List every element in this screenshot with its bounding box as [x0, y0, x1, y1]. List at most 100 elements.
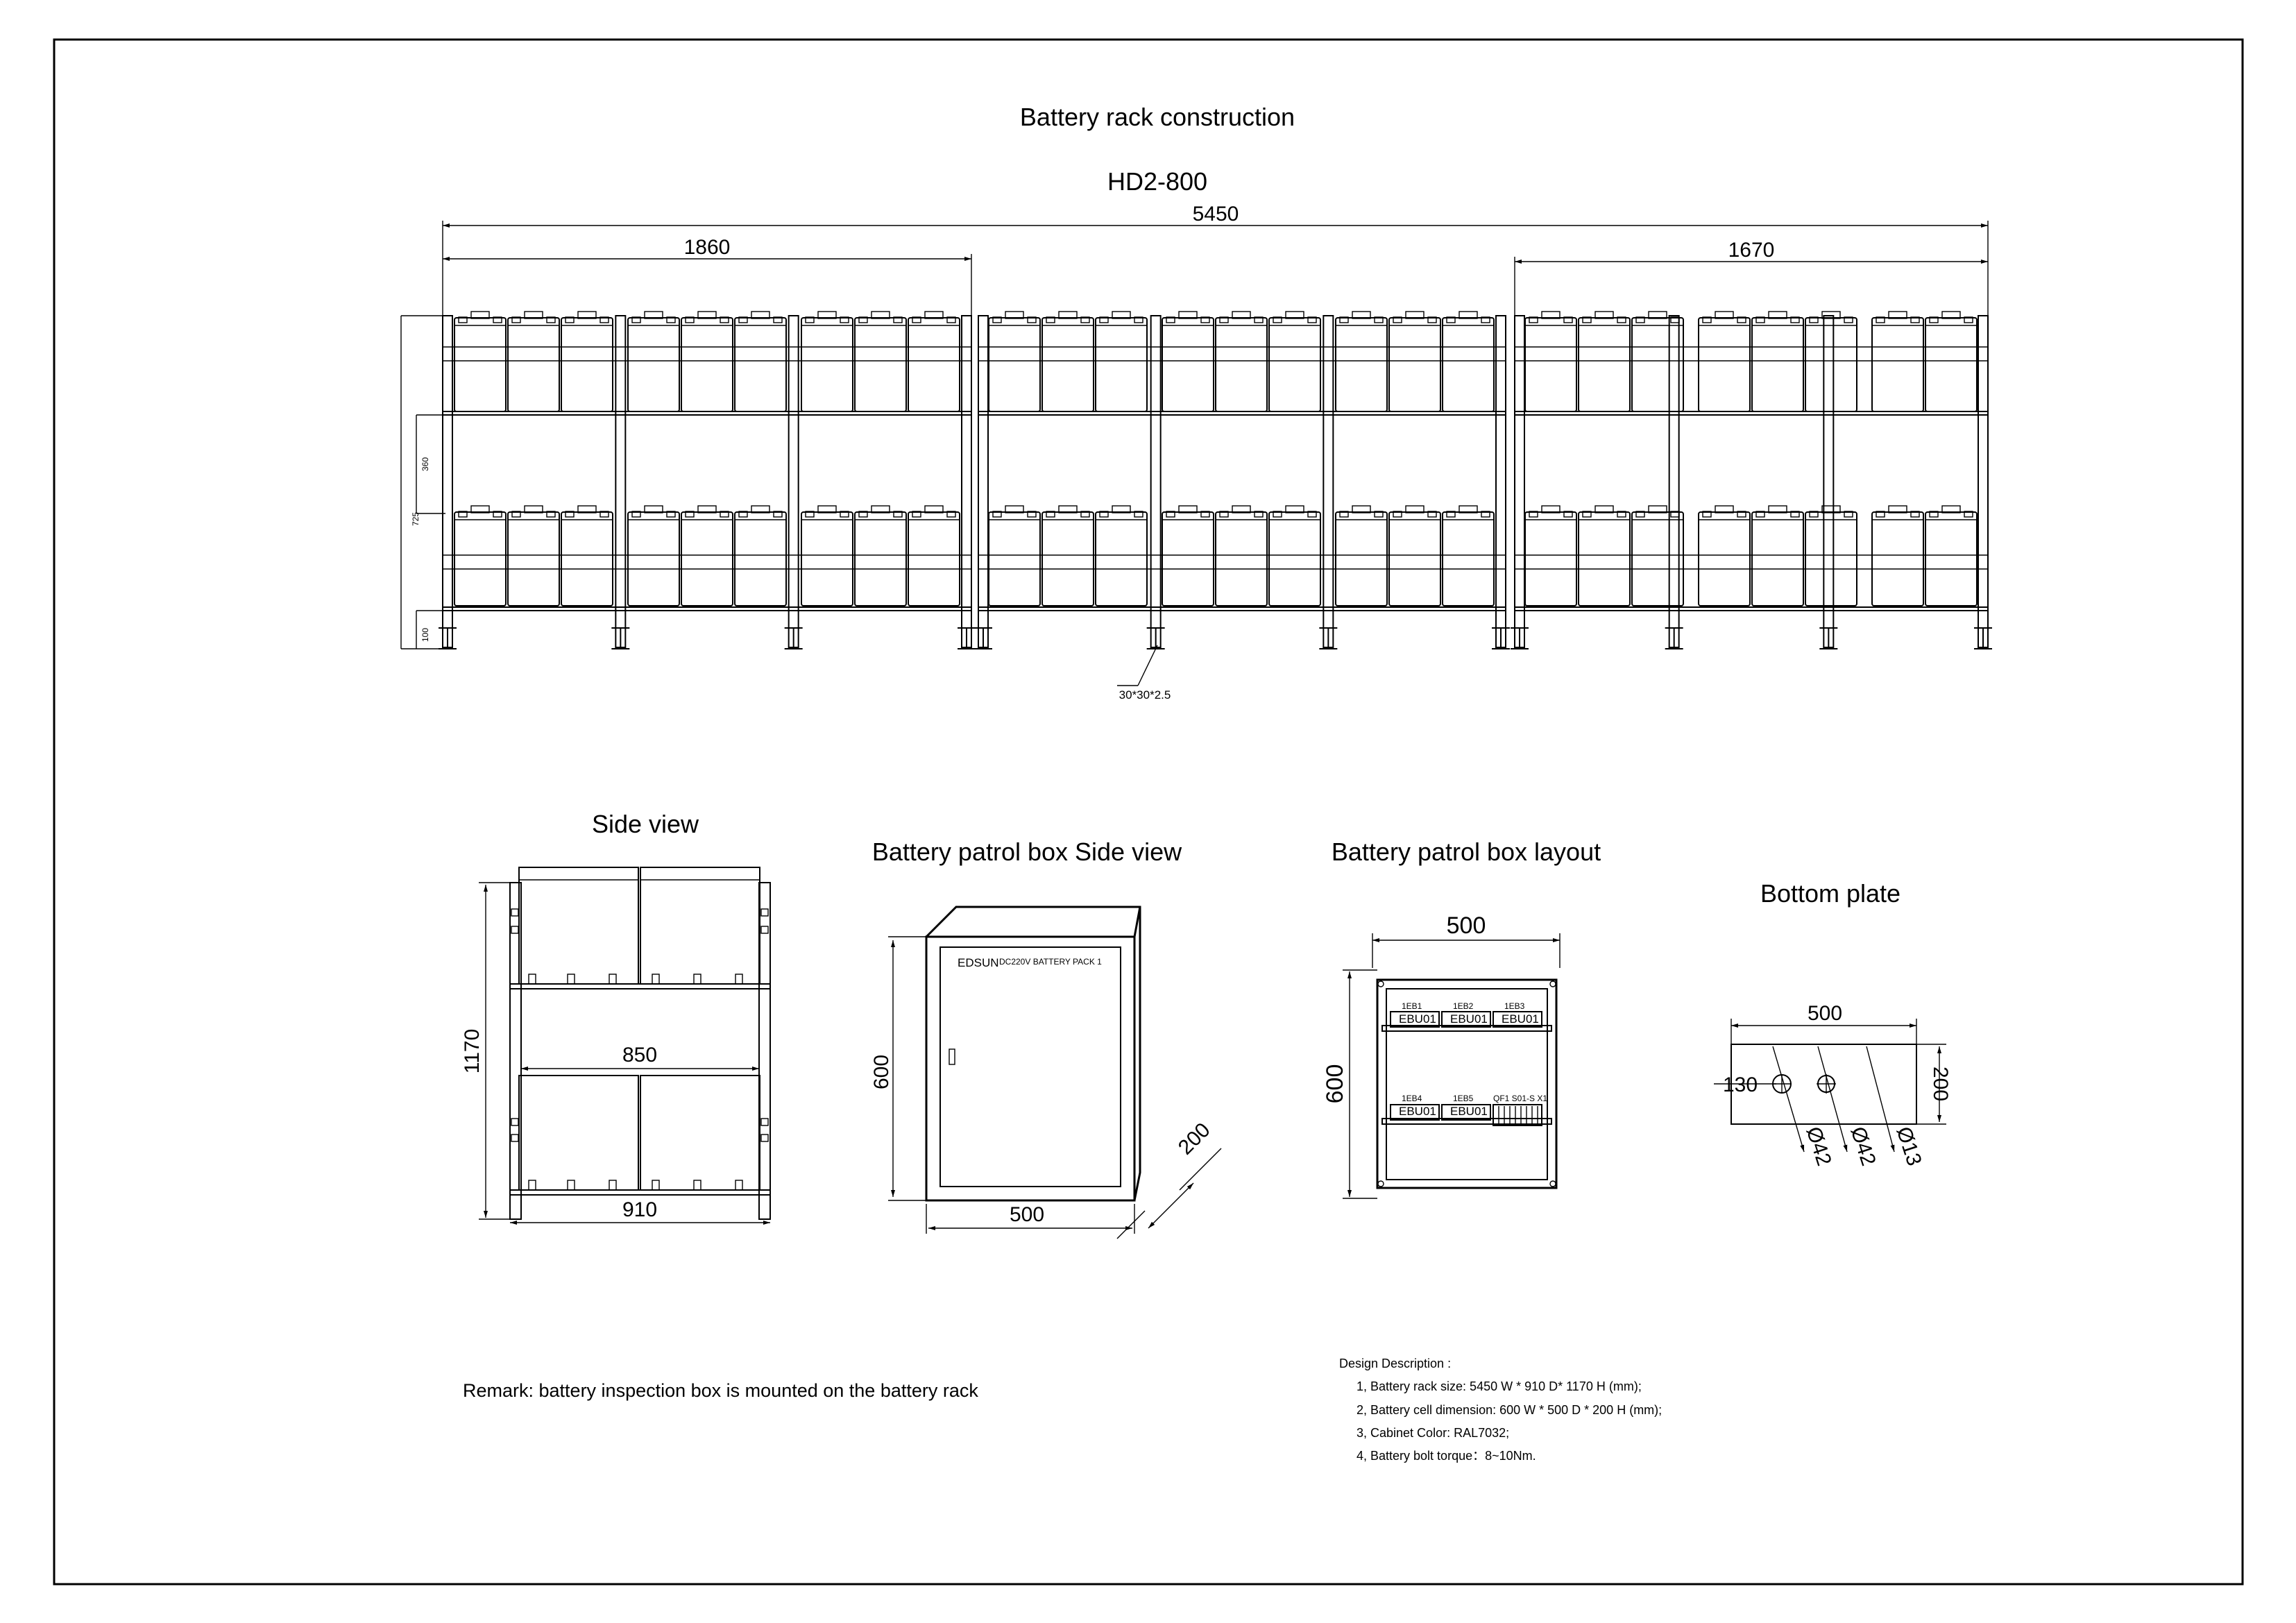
- battery-post: [805, 316, 815, 323]
- battery-cell: [801, 317, 853, 412]
- battery-post: [458, 316, 468, 323]
- battery-post: [992, 511, 1002, 518]
- battery-post: [1219, 511, 1229, 518]
- battery-terminal: [1648, 505, 1667, 513]
- battery-post: [1582, 316, 1592, 323]
- battery-post: [720, 316, 729, 323]
- design-item-1: 1, Battery rack size: 5450 W * 910 D* 11…: [1357, 1379, 1642, 1393]
- battery-cell: [1442, 317, 1495, 412]
- battery-post: [1582, 511, 1592, 518]
- battery-terminal: [1459, 505, 1478, 513]
- battery-post: [893, 316, 903, 323]
- side-dim-outer: 910: [622, 1198, 657, 1221]
- battery-terminal: [1541, 311, 1561, 319]
- battery-post: [1027, 316, 1037, 323]
- battery-post: [1809, 316, 1819, 323]
- dim-left-section: 1860: [684, 236, 731, 259]
- battery-post: [1702, 511, 1712, 518]
- battery-terminal: [470, 311, 490, 319]
- layout-module-1: EBU01: [1399, 1012, 1436, 1026]
- battery-terminal: [1715, 311, 1734, 319]
- battery-post: [1964, 316, 1973, 323]
- battery-post: [1790, 511, 1800, 518]
- layout-row1-b: 1EB2: [1453, 1001, 1474, 1011]
- battery-post: [1617, 316, 1626, 323]
- battery-cell: [1805, 511, 1857, 606]
- battery-post: [1080, 511, 1090, 518]
- battery-post: [599, 511, 609, 518]
- battery-terminal: [924, 505, 944, 513]
- battery-post: [1755, 511, 1765, 518]
- layout-row2-c: QF1 S01-S X1: [1493, 1094, 1547, 1103]
- battery-terminal: [1058, 311, 1078, 319]
- plate-dim-offset: 130: [1723, 1073, 1758, 1096]
- battery-post: [1339, 316, 1349, 323]
- battery-post: [666, 316, 676, 323]
- battery-cell: [561, 511, 613, 606]
- bottom-plate-title: Bottom plate: [1760, 879, 1900, 908]
- battery-cell: [454, 511, 507, 606]
- battery-terminal: [1112, 505, 1131, 513]
- layout-module-2: EBU01: [1450, 1012, 1488, 1026]
- battery-post: [1046, 511, 1055, 518]
- battery-cell: [1524, 511, 1577, 606]
- battery-cell: [627, 317, 680, 412]
- dim-tier-spacing: 360: [420, 457, 430, 471]
- battery-terminal: [1888, 311, 1907, 319]
- battery-terminal: [871, 311, 890, 319]
- battery-terminal: [1715, 505, 1734, 513]
- battery-terminal: [1941, 505, 1961, 513]
- battery-post: [1200, 316, 1210, 323]
- battery-post: [1219, 316, 1229, 323]
- battery-post: [840, 511, 849, 518]
- battery-terminal: [1648, 311, 1667, 319]
- battery-post: [1844, 511, 1853, 518]
- battery-terminal: [470, 505, 490, 513]
- battery-post: [1702, 316, 1712, 323]
- battery-terminal: [524, 505, 543, 513]
- battery-post: [858, 316, 868, 323]
- battery-post: [1481, 511, 1490, 518]
- battery-cell: [1388, 317, 1441, 412]
- patrol-brand: EDSUN: [958, 956, 999, 969]
- battery-post: [738, 316, 748, 323]
- battery-post: [1273, 511, 1282, 518]
- battery-terminal: [924, 311, 944, 319]
- battery-post: [511, 511, 521, 518]
- battery-post: [1080, 316, 1090, 323]
- battery-cell: [908, 511, 960, 606]
- layout-dim-width: 500: [1447, 912, 1486, 939]
- battery-post: [1809, 511, 1819, 518]
- battery-cell: [1871, 317, 1924, 412]
- battery-cell: [1095, 511, 1148, 606]
- patrol-layout-title: Battery patrol box layout: [1332, 838, 1601, 866]
- battery-terminal: [751, 505, 770, 513]
- battery-post: [992, 316, 1002, 323]
- battery-terminal: [1768, 311, 1787, 319]
- battery-post: [773, 511, 783, 518]
- battery-post: [946, 511, 956, 518]
- battery-post: [1635, 316, 1645, 323]
- rack-post: [1668, 315, 1680, 648]
- battery-cell: [1925, 511, 1978, 606]
- battery-cell: [1162, 511, 1214, 606]
- battery-cell: [1524, 317, 1577, 412]
- battery-cell: [1871, 511, 1924, 606]
- battery-terminal: [577, 311, 597, 319]
- dim-right-section: 1670: [1728, 239, 1775, 262]
- battery-post: [1254, 511, 1264, 518]
- bottom-plate: Bottom plate 500 200 130 Ø42 Ø42 Ø13: [1714, 879, 1952, 1169]
- battery-cell: [1751, 317, 1804, 412]
- battery-terminal: [817, 311, 837, 319]
- battery-post: [458, 511, 468, 518]
- battery-terminal: [1459, 311, 1478, 319]
- battery-post: [685, 316, 695, 323]
- battery-terminal: [871, 505, 890, 513]
- battery-post: [1790, 316, 1800, 323]
- rack-post: [442, 315, 453, 648]
- battery-post: [1876, 511, 1885, 518]
- layout-module-5: EBU01: [1450, 1105, 1488, 1118]
- battery-post: [546, 316, 556, 323]
- side-dim-inner: 850: [622, 1044, 657, 1067]
- battery-post: [1563, 511, 1573, 518]
